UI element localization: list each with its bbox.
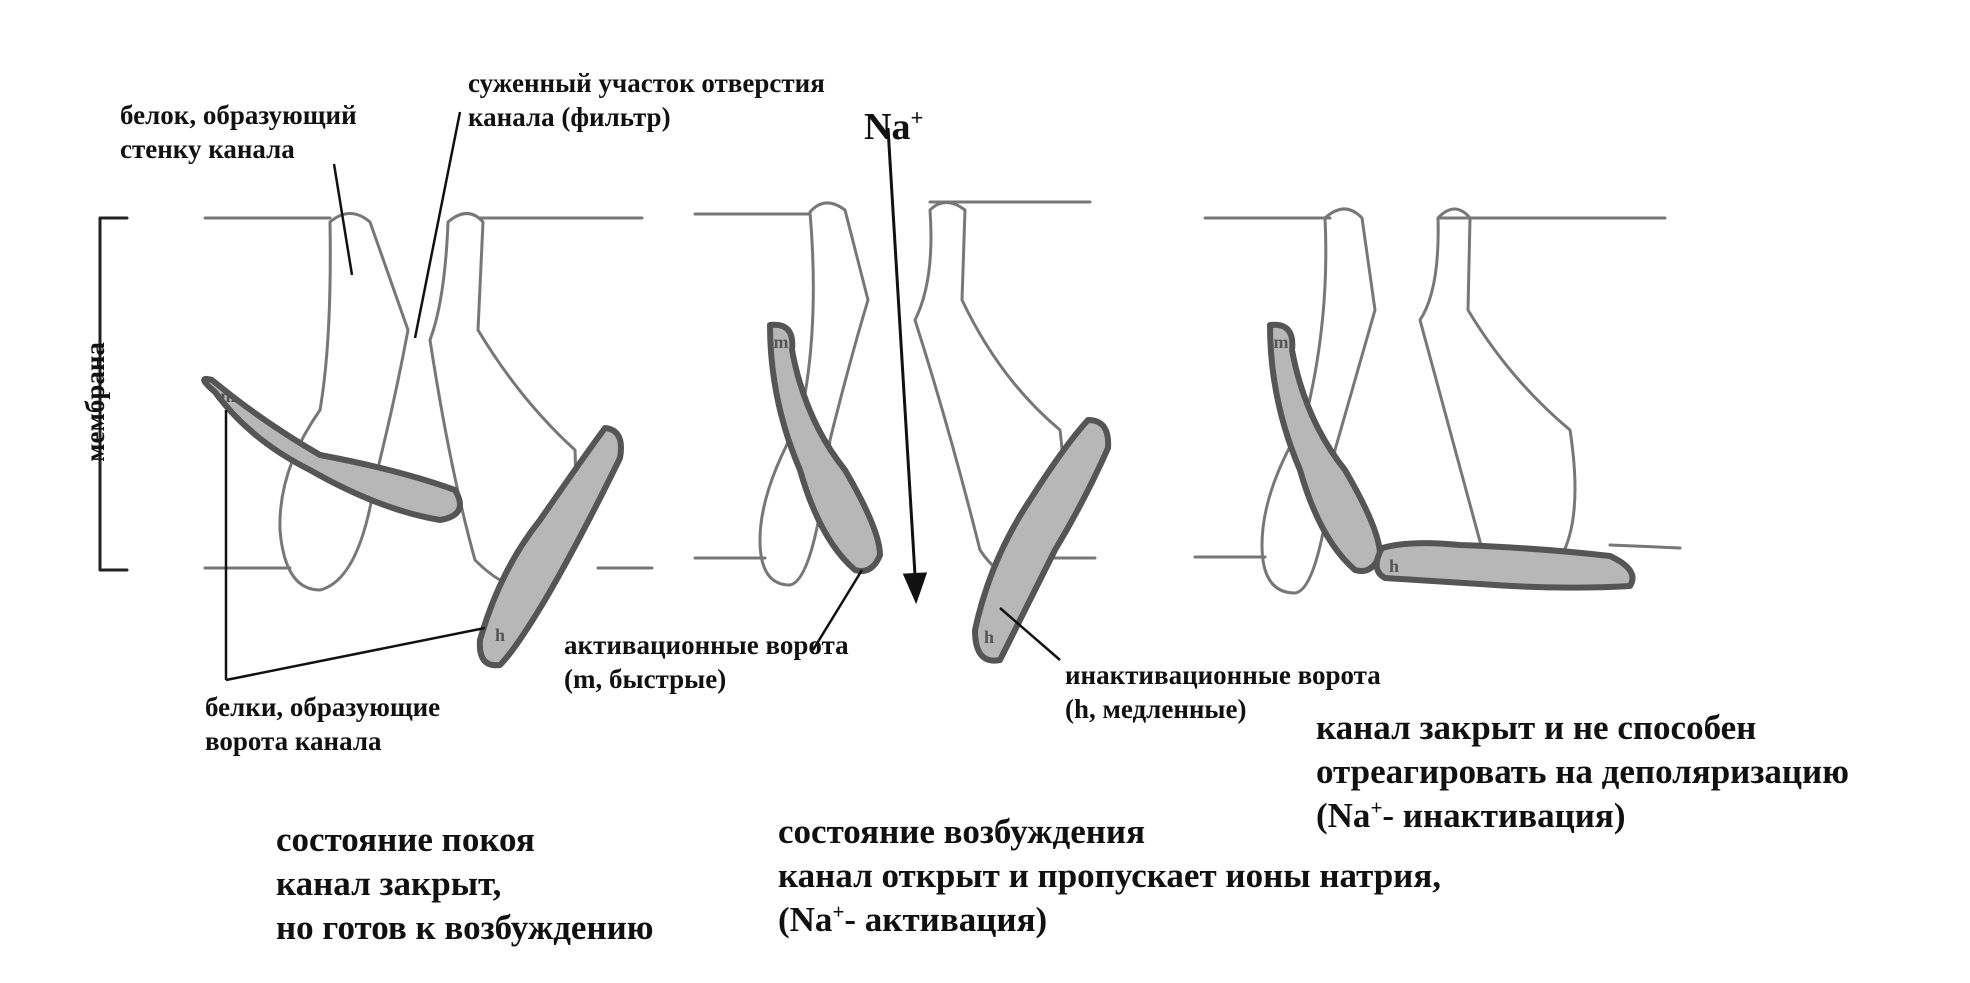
gate-h-inactivated (1373, 540, 1636, 591)
activation-gate-label: активационные ворота (m, быстрые) (564, 630, 849, 694)
gate-m-excited (767, 321, 883, 574)
state-inactivated-caption: канал закрыт и не способен отреагировать… (1316, 708, 1849, 835)
leader-wall-protein (332, 163, 354, 276)
gate-letter-h: h (495, 625, 505, 645)
membrane-bottom-line (1193, 543, 1682, 559)
gate-letter-m: m (774, 332, 789, 352)
channel-wall-right (1418, 207, 1577, 588)
channel-wall-left (1260, 207, 1377, 595)
wall-protein-label: белок, образующий стенку канала (120, 100, 357, 164)
gate-h-excited (972, 417, 1112, 664)
leader-inactivation-gate (999, 607, 1061, 661)
state-rest-caption: состояние покоя канал закрыт, но готов к… (276, 820, 654, 947)
gate-letter-m: m (221, 386, 236, 406)
na-ion-label: Na+ (864, 105, 924, 148)
leader-filter (413, 111, 462, 339)
gate-h-rest (476, 425, 624, 669)
membrane-top-line (693, 200, 1092, 216)
inactivation-gate-label: инактивационные ворота (h, медленные) (1065, 660, 1381, 724)
channel-inactivated (1193, 207, 1682, 595)
leader-gate-proteins (224, 410, 486, 682)
state-excited-caption: состояние возбуждения канал открыт и про… (778, 812, 1442, 939)
gate-m-inactivated (1267, 321, 1383, 574)
gate-letter-h: h (984, 627, 994, 647)
channel-wall-left (278, 212, 410, 592)
membrane-bracket (98, 216, 129, 572)
gate-proteins-label: белки, образующие ворота канала (205, 692, 441, 756)
filter-label: суженный участок отверстия канала (фильт… (468, 68, 825, 132)
leader-activation-gate (811, 569, 864, 651)
membrane-label: мембрана (80, 342, 110, 462)
na-arrow-line (886, 127, 917, 576)
gate-letter-m: m (1274, 332, 1289, 352)
gate-letter-h: h (1389, 556, 1399, 576)
gate-m-rest (201, 375, 463, 523)
na-arrow-head (902, 572, 928, 605)
